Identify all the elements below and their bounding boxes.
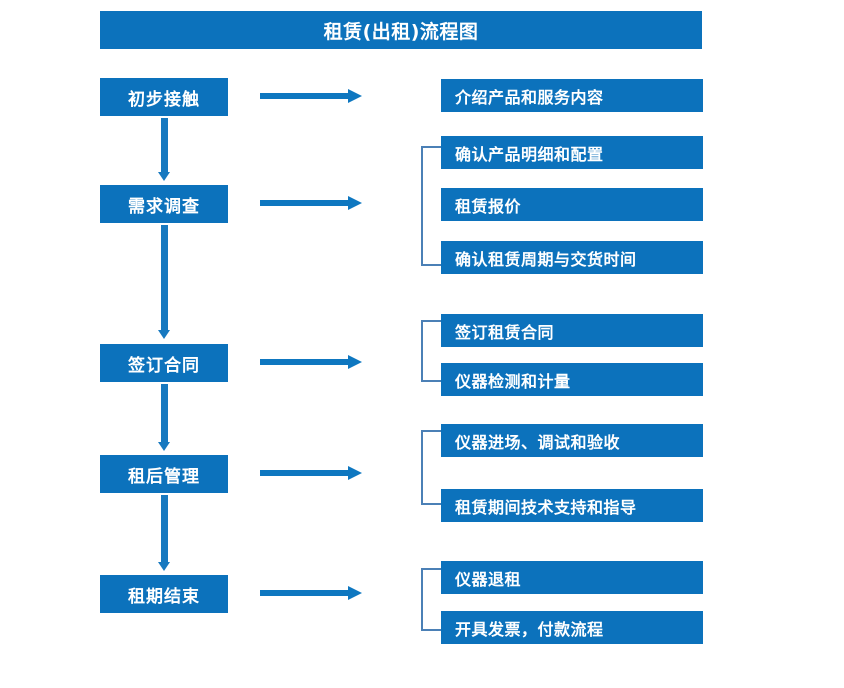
- bracket-icon-group-2: [421, 146, 441, 266]
- arrow-down-icon-4: [158, 495, 170, 573]
- detail-box-yiqi-jiance[interactable]: 仪器检测和计量: [441, 363, 703, 396]
- arrow-down-icon-2: [158, 225, 170, 341]
- arrow-right-icon-4: [260, 466, 362, 480]
- detail-box-jishu-zhichi[interactable]: 租赁期间技术支持和指导: [441, 489, 703, 522]
- stage-box-zuqi-jieshu[interactable]: 租期结束: [100, 575, 228, 613]
- stage-box-zuhou-guanli[interactable]: 租后管理: [100, 455, 228, 493]
- bracket-icon-group-3: [421, 320, 441, 382]
- detail-box-yiqi-jinchang[interactable]: 仪器进场、调试和验收: [441, 424, 703, 457]
- page-title: 租赁(出租)流程图: [100, 11, 702, 49]
- bracket-icon-group-5: [421, 568, 441, 631]
- stage-box-xuqiu-diaocha[interactable]: 需求调查: [100, 185, 228, 223]
- arrow-right-icon-1: [260, 89, 362, 103]
- arrow-down-icon-3: [158, 384, 170, 453]
- detail-box-queren-zhouqi[interactable]: 确认租赁周期与交货时间: [441, 241, 703, 274]
- detail-box-kaiju-fapiao[interactable]: 开具发票，付款流程: [441, 611, 703, 644]
- arrow-right-icon-2: [260, 196, 362, 210]
- detail-box-zulin-baojia[interactable]: 租赁报价: [441, 188, 703, 221]
- arrow-right-icon-3: [260, 355, 362, 369]
- detail-box-yiqi-tuizu[interactable]: 仪器退租: [441, 561, 703, 594]
- stage-box-chubu-jiechu[interactable]: 初步接触: [100, 78, 228, 116]
- detail-box-queren-mingxi[interactable]: 确认产品明细和配置: [441, 136, 703, 169]
- arrow-down-icon-1: [158, 118, 170, 183]
- detail-box-jieshao-chanpin[interactable]: 介绍产品和服务内容: [441, 79, 703, 112]
- bracket-icon-group-4: [421, 430, 441, 505]
- stage-box-qianding-hetong[interactable]: 签订合同: [100, 344, 228, 382]
- arrow-right-icon-5: [260, 586, 362, 600]
- detail-box-qianding-zulin-hetong[interactable]: 签订租赁合同: [441, 314, 703, 347]
